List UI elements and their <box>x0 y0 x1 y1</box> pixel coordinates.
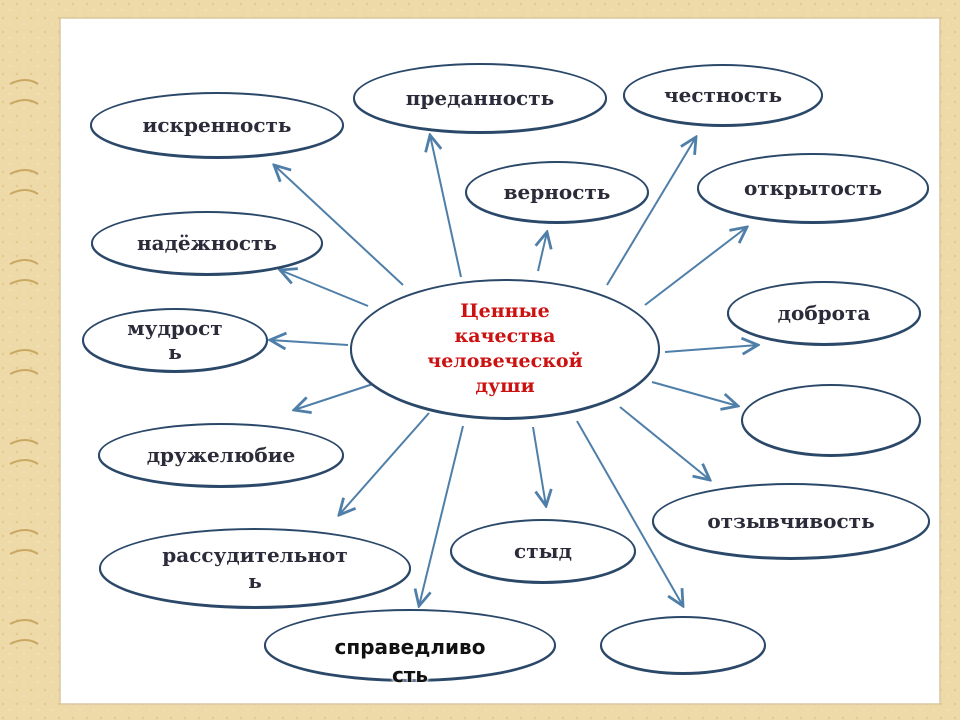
arrow-to-druzhelyubie <box>294 383 374 410</box>
node-label: надёжность <box>137 231 277 255</box>
node-label: честность <box>663 83 783 107</box>
node-label: рассудительнот ь <box>162 543 348 593</box>
center-node: Ценные качества человеческой души <box>350 279 660 419</box>
arrow-to-styd <box>532 426 546 506</box>
arrow-to-dobrota <box>664 345 758 352</box>
node-otzyvchivost: отзывчивость <box>652 483 930 559</box>
node-rassuditelnost: рассудительнот ь <box>99 528 411 608</box>
arrow-to-mudrost <box>270 340 349 345</box>
arrow-to-empty-bottom <box>576 420 683 606</box>
node-nadezhnost: надёжность <box>91 211 323 275</box>
arrow-to-spravedlivost <box>419 425 464 606</box>
notebook-rings <box>9 79 39 645</box>
node-label: отзывчивость <box>707 509 875 533</box>
arrow-to-empty-right <box>651 381 738 406</box>
node-empty-right <box>741 384 921 456</box>
node-predannost: преданность <box>353 63 607 133</box>
node-label: дружелюбие <box>146 443 296 467</box>
node-label: искренность <box>142 113 292 137</box>
node-label: мудрост ь <box>127 316 223 364</box>
node-otkrytost: открытость <box>697 153 929 223</box>
arrow-to-otkrytost <box>644 227 747 306</box>
arrow-to-vernost <box>538 232 547 272</box>
node-styd: стыд <box>450 519 636 583</box>
arrow-to-nadezhnost <box>280 270 369 307</box>
node-druzhelyubie: дружелюбие <box>98 423 344 487</box>
node-vernost: верность <box>465 161 649 223</box>
node-spravedlivost: справедливо сть <box>264 609 556 687</box>
node-label: преданность <box>405 86 555 110</box>
node-label: справедливо сть <box>334 635 486 687</box>
node-iskrennost: искренность <box>90 92 344 158</box>
node-chestnost: честность <box>623 64 823 126</box>
center-label: Ценные качества человеческой души <box>427 300 583 397</box>
arrows <box>270 135 758 606</box>
node-mudrost: мудрост ь <box>82 308 268 372</box>
arrow-to-predannost <box>430 135 462 278</box>
arrow-to-iskrennost <box>274 165 404 286</box>
arrow-to-rassuditelnost <box>339 412 430 515</box>
node-label: доброта <box>777 301 871 325</box>
arrow-to-chestnost <box>606 137 696 286</box>
node-empty-bottom <box>600 616 766 674</box>
node-label: верность <box>503 180 611 204</box>
node-label: открытость <box>743 176 883 200</box>
node-label: стыд <box>514 539 572 563</box>
arrow-to-otzyvchivost <box>619 406 710 480</box>
node-dobrota: доброта <box>727 281 921 345</box>
